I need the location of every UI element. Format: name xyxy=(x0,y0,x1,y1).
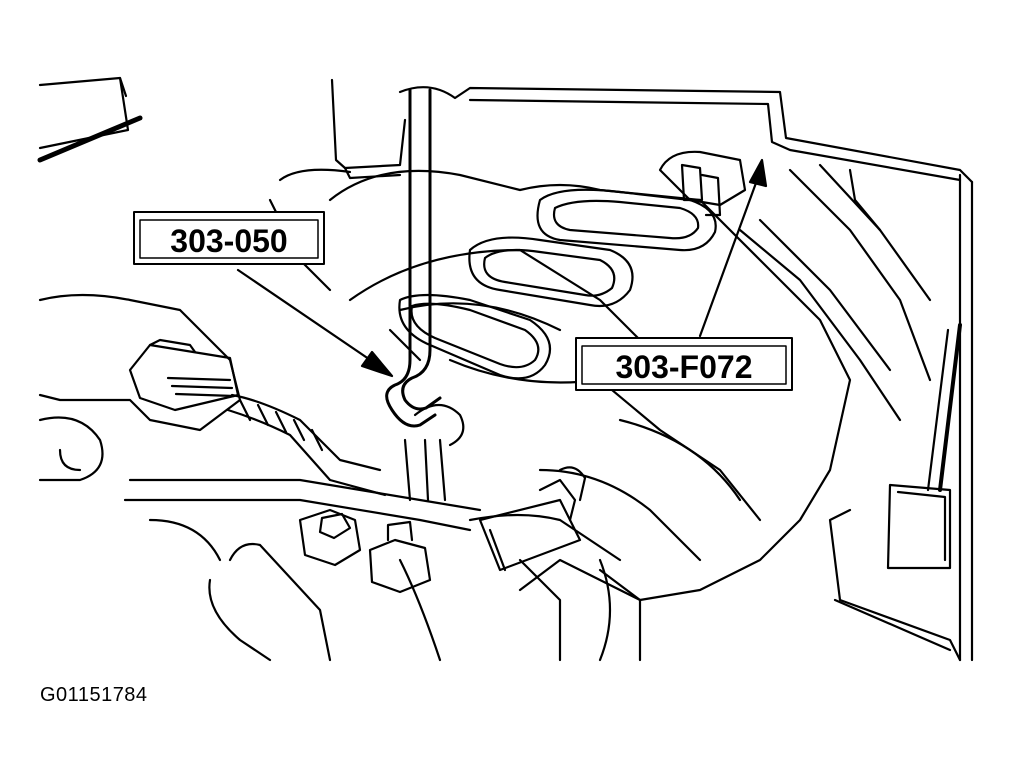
figure-id: G01151784 xyxy=(40,684,148,706)
callout-303-050-label: 303-050 xyxy=(170,223,287,259)
right-tubes xyxy=(738,163,932,422)
intake-manifold xyxy=(268,168,852,602)
upper-bracket xyxy=(330,78,407,180)
lower-hoses xyxy=(123,478,622,662)
dipstick xyxy=(828,323,962,662)
callout-303-F072: 303-F072 xyxy=(575,337,793,391)
sensor-fitting xyxy=(658,150,747,217)
pipe-fitting xyxy=(478,466,642,662)
wire-harness-connector xyxy=(38,293,387,497)
callout-303-050: 303-050 xyxy=(133,211,325,265)
leader-arrow-303-050 xyxy=(236,268,394,378)
callout-303-F072-label: 303-F072 xyxy=(616,349,753,385)
leader-arrow-303-F072 xyxy=(698,158,768,338)
hook-tool-303-050 xyxy=(385,88,465,502)
hex-nuts xyxy=(298,508,432,594)
cover-plate xyxy=(398,86,974,662)
manifold-runners xyxy=(398,188,717,380)
hood-edge xyxy=(37,76,143,163)
